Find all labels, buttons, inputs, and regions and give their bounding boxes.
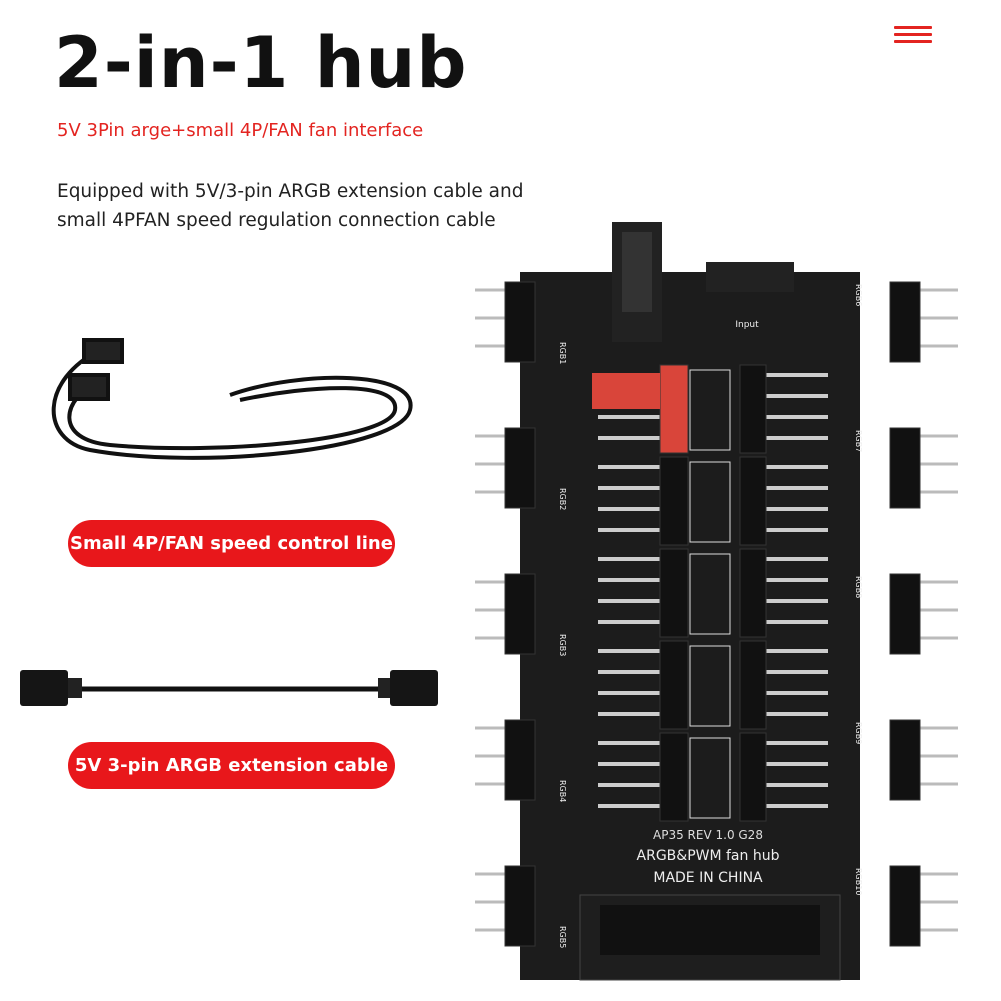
rgb-port-connector: RGB10 bbox=[854, 865, 958, 947]
fan-header bbox=[598, 456, 828, 546]
argb-cable-label: 5V 3-pin ARGB extension cable bbox=[68, 742, 395, 789]
description-line: Equipped with 5V/3-pin ARGB extension ca… bbox=[57, 181, 524, 202]
rgb-port-label: RGB10 bbox=[854, 868, 863, 895]
description: Equipped with 5V/3-pin ARGB extension ca… bbox=[57, 177, 523, 235]
fan-header bbox=[592, 364, 828, 454]
fan-header bbox=[598, 640, 828, 730]
rgb-port-label: RGB7 bbox=[854, 430, 863, 452]
rgb-port-connector: RGB8 bbox=[854, 573, 958, 655]
silkscreen-line: MADE IN CHINA bbox=[653, 870, 763, 886]
rgb-port-label: RGB5 bbox=[558, 926, 567, 948]
fan-header bbox=[598, 548, 828, 638]
rgb-port-label: RGB1 bbox=[558, 342, 567, 364]
rgb-port-connector: RGB3 bbox=[475, 573, 567, 656]
rgb-port-label: RGB2 bbox=[558, 488, 567, 510]
argb-cable-image bbox=[20, 670, 438, 706]
rgb-port-connector: RGB2 bbox=[475, 427, 567, 510]
rgb-port-label: RGB8 bbox=[854, 576, 863, 598]
silkscreen-line: ARGB&PWM fan hub bbox=[637, 848, 780, 864]
fan-cable-label: Small 4P/FAN speed control line bbox=[68, 520, 395, 567]
fan-cable-image bbox=[51, 338, 413, 460]
rgb-port-connector: RGB7 bbox=[854, 427, 958, 509]
rgb-port-label: RGB4 bbox=[558, 780, 567, 802]
rgb-port-connector: RGB1 bbox=[475, 281, 567, 364]
subtitle: 5V 3Pin arge+small 4P/FAN fan interface bbox=[57, 120, 424, 141]
rgb-port-connector: RGB9 bbox=[854, 719, 958, 801]
fan-header bbox=[598, 732, 828, 822]
input-label: Input bbox=[735, 320, 759, 330]
silkscreen-line: AP35 REV 1.0 G28 bbox=[653, 828, 763, 842]
hamburger-menu-icon[interactable] bbox=[894, 26, 932, 46]
page-title: 2-in-1 hub bbox=[54, 22, 468, 104]
rgb-port-label: RGB6 bbox=[854, 284, 863, 306]
rgb-port-label: RGB9 bbox=[854, 722, 863, 744]
rgb-port-label: RGB3 bbox=[558, 634, 567, 656]
description-line: small 4PFAN speed regulation connection … bbox=[57, 210, 496, 231]
rgb-port-connector: RGB5 bbox=[475, 865, 567, 948]
rgb-port-connector: RGB4 bbox=[475, 719, 567, 802]
rgb-port-connector: RGB6 bbox=[854, 281, 958, 363]
